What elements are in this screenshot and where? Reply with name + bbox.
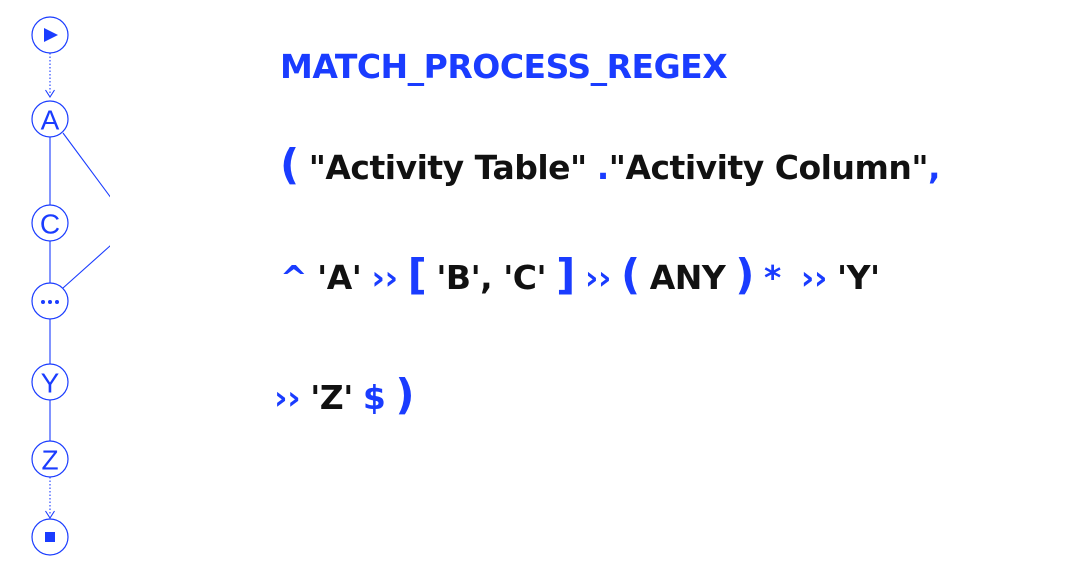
edge-z-end-arrowhead [45,510,55,520]
open-bracket: [ [407,250,427,299]
node-a: A [31,100,69,138]
star-operator: * [764,258,781,297]
node-y: Y [31,363,69,401]
edge-a-b [62,132,110,198]
end-node [31,518,69,556]
activity-y: 'Y' [836,258,880,297]
node-c-label: C [40,209,60,240]
any-keyword: ANY [649,258,726,297]
activity-z: 'Z' [310,378,353,417]
open-paren-any: ( [621,250,640,299]
node-z-label: Z [41,445,58,476]
node-y-label: Y [41,368,60,399]
close-bracket: ] [556,250,575,299]
follows-operator-2: ›› [584,258,612,297]
activities-b-c: 'B', 'C' [436,258,547,297]
activity-column-name: "Activity Column" [608,148,929,187]
node-c: C [31,204,69,242]
code-line-1: ("Activity Table"."Activity Column", [280,140,941,189]
close-paren-any: ) [735,250,754,299]
follows-operator-3: ›› [800,258,828,297]
comma: , [928,148,941,187]
dot-separator: . [596,148,610,187]
code-line-3: ››'Z'$) [274,370,415,419]
open-paren: ( [280,140,299,189]
activity-table-name: "Activity Table" [308,148,588,187]
edge-start-a-arrowhead [45,89,55,99]
node-ellipsis [31,282,69,320]
start-node [31,16,69,54]
dollar-anchor: $ [362,378,386,417]
play-icon [44,28,58,42]
node-a-label: A [41,105,60,136]
follows-operator-4: ›› [274,378,301,417]
function-title: MATCH_PROCESS_REGEX [280,47,728,86]
code-line-2: ^'A'››['B', 'C']››(ANY)*››'Y' [280,250,880,299]
caret-operator: ^ [280,258,308,297]
process-graph: A C B Y Z [31,16,110,556]
ellipsis-icon [41,300,59,304]
close-paren: ) [395,370,415,419]
node-z: Z [31,440,69,478]
stop-icon [45,532,55,542]
follows-operator-1: ›› [371,258,398,297]
activity-a: 'A' [317,258,362,297]
edge-b-ellipsis [62,245,110,289]
